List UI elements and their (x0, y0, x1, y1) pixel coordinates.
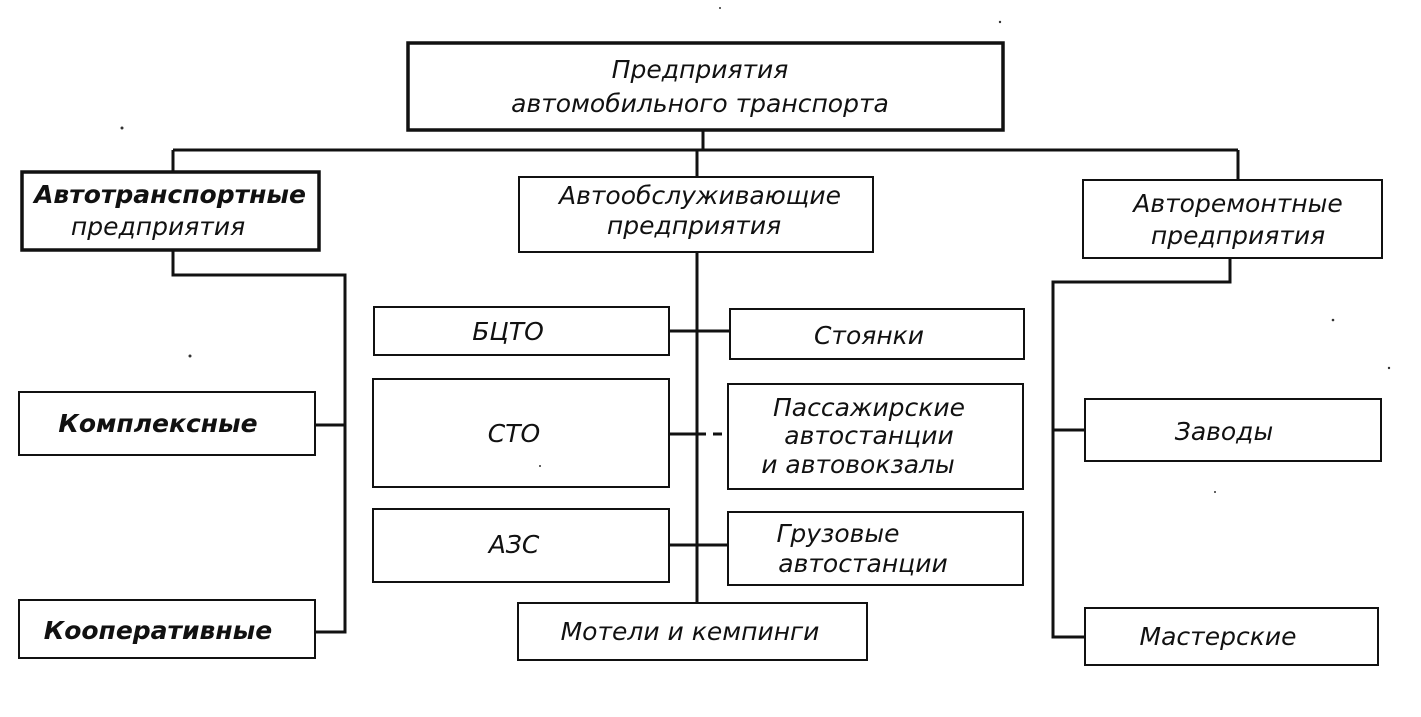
service-child-label: Грузовые (776, 519, 899, 548)
service-child-parking: Стоянки (729, 308, 1025, 360)
service-child-label: Пассажирские (773, 393, 965, 422)
transport-child-cooperative: Кооперативные (18, 599, 316, 659)
repair-child-label: Заводы (1175, 417, 1273, 446)
repair-enterprises-node: Авторемонтные предприятия (1082, 179, 1383, 259)
transport-title-line-1: Автотранспортные (32, 180, 306, 209)
service-title-line-1: Автообслуживающие (557, 181, 841, 210)
repair-child-label: Мастерские (1140, 622, 1297, 651)
repair-title-line-1: Авторемонтные (1131, 189, 1342, 218)
transport-child-complex: Комплексные (18, 391, 316, 456)
service-child-label: АЗС (487, 530, 540, 559)
service-child-label: и автовокзалы (761, 450, 955, 479)
transport-child-label: Кооперативные (44, 616, 272, 645)
service-child-label: БЦТО (472, 317, 544, 346)
service-child-label: Стоянки (814, 321, 924, 350)
service-child-passenger-stations: Пассажирские автостанции и автовокзалы (727, 383, 1024, 490)
transport-child-label: Комплексные (58, 409, 257, 438)
transport-title-line-2: предприятия (71, 212, 245, 241)
service-child-label: СТО (488, 419, 540, 448)
repair-child-workshops: Мастерские (1084, 607, 1379, 666)
scan-noise (120, 7, 1391, 493)
root-label-line-1: Предприятия (612, 55, 789, 84)
service-child-sto: СТО (372, 378, 670, 488)
service-child-label: автостанции (784, 421, 953, 450)
transport-spine (171, 250, 347, 634)
root-label-line-2: автомобильного транспорта (511, 89, 889, 118)
service-child-label: Мотели и кемпинги (561, 617, 820, 646)
transport-enterprises-node: Автотранспортные предприятия (20, 170, 321, 252)
service-child-motels: Мотели и кемпинги (517, 602, 868, 661)
repair-spine (1051, 258, 1232, 639)
repair-title-line-2: предприятия (1151, 221, 1325, 250)
repair-child-plants: Заводы (1084, 398, 1382, 462)
service-enterprises-node: Автообслуживающие предприятия (518, 176, 874, 253)
service-title-line-2: предприятия (607, 211, 781, 240)
service-child-bcto: БЦТО (373, 306, 670, 356)
service-child-label: автостанции (778, 549, 947, 578)
connector-lines (171, 130, 1240, 639)
service-child-cargo-stations: Грузовые автостанции (727, 511, 1024, 586)
service-child-azs: АЗС (372, 508, 670, 583)
root-node: Предприятия автомобильного транспорта (406, 41, 1005, 132)
